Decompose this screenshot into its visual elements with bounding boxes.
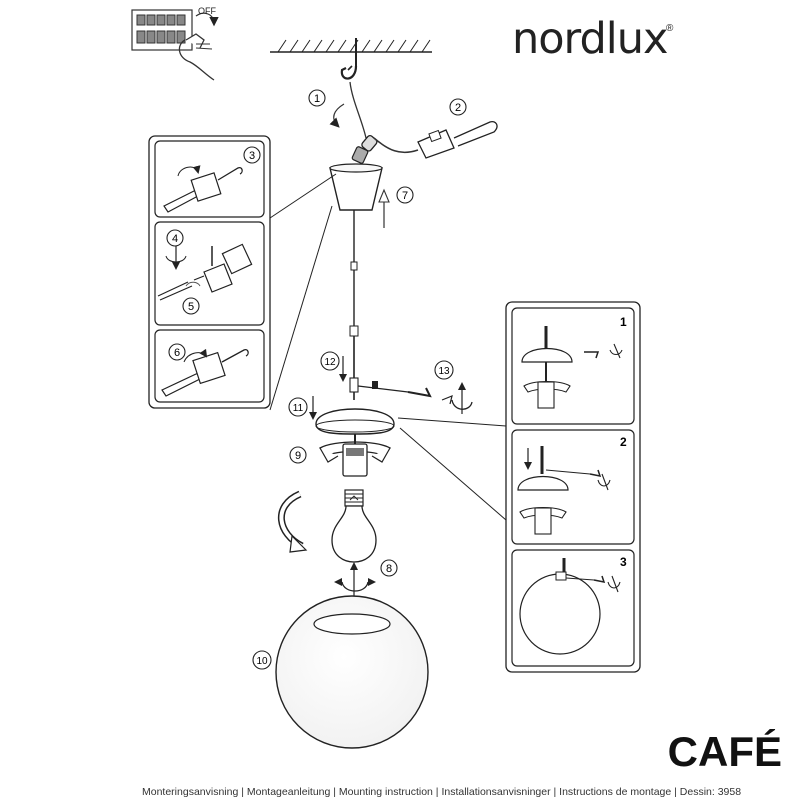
footer-languages: Monteringsanvisning | Montageanleitung |… [142, 786, 742, 798]
rotate-cw-icon [441, 382, 473, 414]
hex-key [357, 381, 432, 398]
globe-detail-3 [519, 558, 621, 655]
ceiling [270, 39, 432, 53]
switch-off-icon [131, 9, 219, 81]
rotate-arrow-icon [329, 103, 345, 128]
brand-logo: nordlux [512, 14, 668, 64]
step-13-label: 13 [438, 366, 450, 377]
step-8-label: 8 [386, 563, 392, 575]
step-9-label: 9 [295, 450, 301, 462]
step-12-label: 12 [324, 357, 336, 368]
step-2-label: 2 [455, 102, 461, 114]
step-badges: 1 2 3 4 5 6 7 8 9 10 11 12 13 [166, 89, 467, 670]
ceiling-hook [340, 38, 358, 80]
wiring-detail [157, 240, 253, 301]
lamp-socket [319, 434, 391, 477]
rotate-up-icon [334, 562, 376, 596]
brand-registered-mark: ® [666, 23, 674, 34]
glass-globe [275, 595, 429, 749]
panel-3-number: 3 [620, 555, 627, 569]
connector-closed-detail [161, 348, 249, 397]
pendant-cable [349, 210, 359, 400]
step-4-label: 4 [172, 233, 178, 245]
step-7-label: 7 [402, 190, 408, 202]
light-bulb [331, 489, 377, 563]
step-6-label: 6 [174, 347, 180, 359]
down-arrow-icon [309, 356, 347, 420]
left-detail-panel [148, 135, 337, 411]
panel-1-number: 1 [620, 315, 627, 329]
suspension-cord [349, 81, 367, 139]
product-name: CAFÉ [667, 728, 782, 775]
step-1-label: 1 [314, 93, 320, 105]
canopy [329, 135, 383, 211]
dome-shade [315, 408, 395, 435]
step-5-label: 5 [188, 301, 194, 313]
switch-off-label: OFF [198, 6, 216, 16]
connector-detail [163, 165, 243, 213]
panel-2-number: 2 [620, 435, 627, 449]
shade-detail-2 [517, 446, 611, 535]
step-11-label: 11 [293, 403, 304, 414]
up-arrow-icon [378, 188, 390, 228]
shade-detail-1 [521, 326, 623, 409]
step-10-label: 10 [256, 656, 268, 667]
power-cable [373, 120, 498, 159]
step-3-label: 3 [249, 150, 255, 162]
